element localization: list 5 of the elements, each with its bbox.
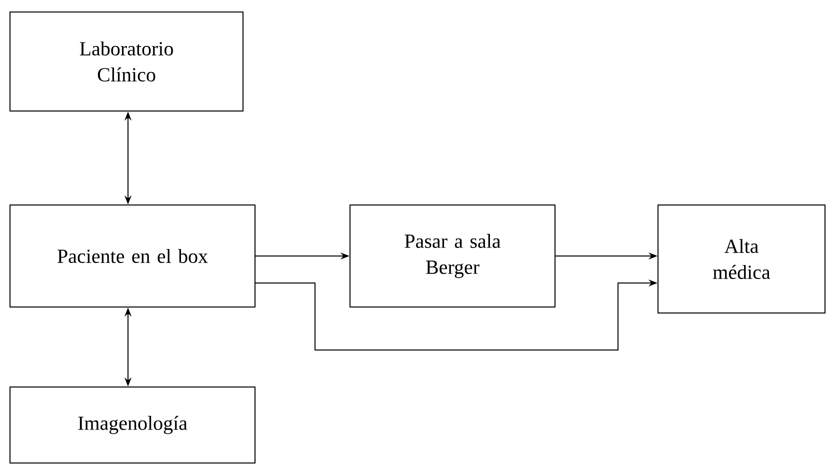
- process-box: Paciente en el box: [10, 204, 256, 308]
- process-box: Imagenología: [10, 386, 256, 464]
- process-box: Laboratorio Clínico: [10, 12, 244, 112]
- process-box: Pasar a sala Berger: [350, 204, 556, 308]
- process-box: Alta médica: [658, 204, 826, 314]
